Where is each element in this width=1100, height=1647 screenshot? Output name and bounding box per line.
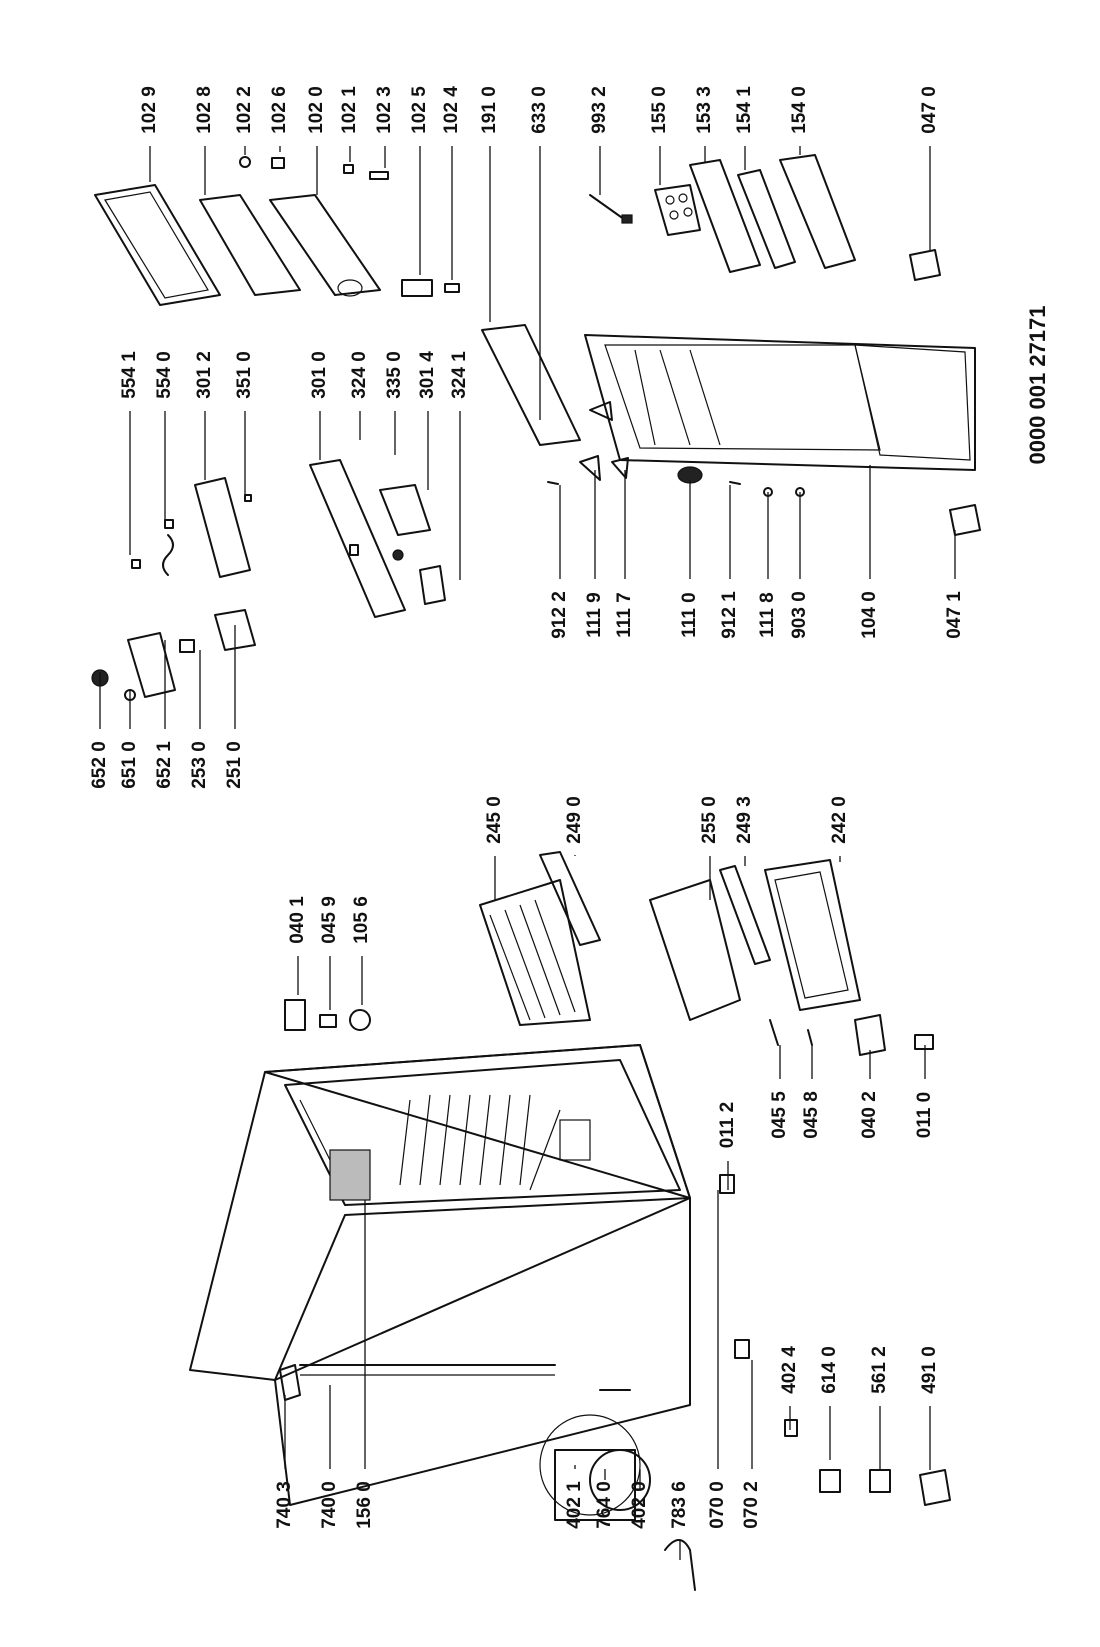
part-number-label: 047 1: [944, 591, 965, 639]
part-number-label: 912 2: [549, 591, 570, 639]
part-number-label: 156 0: [354, 1481, 375, 1529]
part-number-label: 102 4: [441, 86, 462, 134]
door-shelf-strip-drawing: [481, 324, 581, 446]
part-number-label: 047 0: [919, 86, 940, 134]
part-number-label: 251 0: [224, 741, 245, 789]
part-number-label: 249 3: [734, 796, 755, 844]
part-number-label: 633 0: [529, 86, 550, 134]
part-number-label: 070 2: [741, 1481, 762, 1529]
part-number-label: 402 1: [564, 1481, 585, 1529]
part-number-label: 402 0: [629, 1481, 650, 1529]
part-number-label: 102 6: [269, 86, 290, 134]
part-number-label: 111 9: [584, 592, 605, 637]
part-number-label: 783 6: [669, 1481, 690, 1529]
part-number-label: 253 0: [189, 741, 210, 789]
part-number-label: 011 2: [717, 1102, 738, 1149]
part-number-label: 111 7: [614, 592, 635, 637]
part-number-label: 191 0: [479, 86, 500, 134]
part-number-labels: 102 9 102 8 102 2 102 6 102 0 102 1 102 3 102 5…: [89, 86, 965, 1529]
part-number-label: 324 1: [449, 351, 470, 399]
part-number-label: 651 0: [119, 741, 140, 789]
part-number-label: 040 2: [859, 1091, 880, 1139]
part-number-label: 561 2: [869, 1346, 890, 1394]
door-hinge-bracket-drawing: [909, 249, 981, 536]
part-number-label: 301 4: [417, 351, 438, 399]
cabinet-drawing: [189, 1044, 798, 1591]
part-number-label: 554 1: [119, 351, 140, 399]
part-number-label: 102 8: [194, 86, 215, 134]
part-number-label: 102 3: [374, 86, 395, 134]
lamp-housing-drawing: [91, 609, 256, 701]
door-balcony-drawing: [689, 154, 856, 273]
part-number-label: 102 1: [339, 86, 360, 134]
glass-shelf-drawing: [199, 194, 301, 296]
part-number-label: 764 0: [594, 1481, 615, 1529]
small-parts-drawing: [284, 999, 951, 1506]
thermostat-knob-drawing: [589, 194, 633, 224]
leader-lines: [99, 146, 956, 1560]
part-number-label: 554 0: [154, 351, 175, 399]
part-number-label: 740 3: [274, 1481, 295, 1529]
part-number-label: 154 1: [734, 86, 755, 134]
part-number-label: 614 0: [819, 1346, 840, 1394]
part-number-label: 740 0: [319, 1481, 340, 1529]
part-number-label: 045 5: [769, 1091, 790, 1139]
part-number-label: 335 0: [384, 351, 405, 399]
part-number-label: 491 0: [919, 1346, 940, 1394]
part-number-label: 903 0: [789, 591, 810, 639]
part-number-label: 011 0: [914, 1092, 935, 1139]
part-number-label: 153 3: [694, 86, 715, 134]
part-number-label: 351 0: [234, 351, 255, 399]
door-panel-drawing: [584, 334, 976, 471]
part-number-label: 652 0: [89, 741, 110, 789]
part-number-label: 045 9: [319, 896, 340, 944]
drawing-reference-number: 0000 001 27171: [1025, 305, 1050, 464]
part-number-label: 102 2: [234, 86, 255, 134]
part-number-label: 993 2: [589, 86, 610, 134]
part-number-label: 245 0: [484, 796, 505, 844]
wire-shelf-drawing: [479, 851, 601, 1026]
part-number-label: 102 9: [139, 86, 160, 134]
crisper-cover-drawing: [269, 194, 381, 297]
part-number-label: 040 1: [287, 896, 308, 944]
part-number-label: 154 0: [789, 86, 810, 134]
part-number-label: 402 4: [779, 1346, 800, 1394]
egg-tray-drawing: [654, 184, 701, 236]
thermostat-drawing: [131, 477, 252, 578]
part-number-label: 104 0: [859, 591, 880, 639]
crisper-cover-frame-drawing: [94, 184, 221, 306]
part-number-label: 652 1: [154, 741, 175, 789]
small-fitting-icons: [239, 156, 460, 297]
glass-plate-drawing: [649, 865, 771, 1021]
part-number-label: 301 2: [194, 351, 215, 399]
part-number-label: 102 0: [306, 86, 327, 134]
part-number-label: 912 1: [719, 591, 740, 639]
part-number-label: 301 0: [309, 351, 330, 399]
vegetable-drawer-drawing: [764, 859, 861, 1011]
part-number-label: 249 0: [564, 796, 585, 844]
part-number-label: 105 6: [351, 896, 372, 944]
part-number-label: 070 0: [707, 1481, 728, 1529]
part-number-label: 155 0: [649, 86, 670, 134]
control-panel-drawing: [309, 459, 446, 618]
part-number-label: 045 8: [801, 1091, 822, 1139]
part-number-label: 255 0: [699, 796, 720, 844]
part-number-label: 111 8: [757, 592, 778, 637]
part-number-label: 111 0: [679, 592, 700, 637]
part-number-label: 102 5: [409, 86, 430, 134]
part-number-label: 324 0: [349, 351, 370, 399]
part-number-label: 242 0: [829, 796, 850, 844]
